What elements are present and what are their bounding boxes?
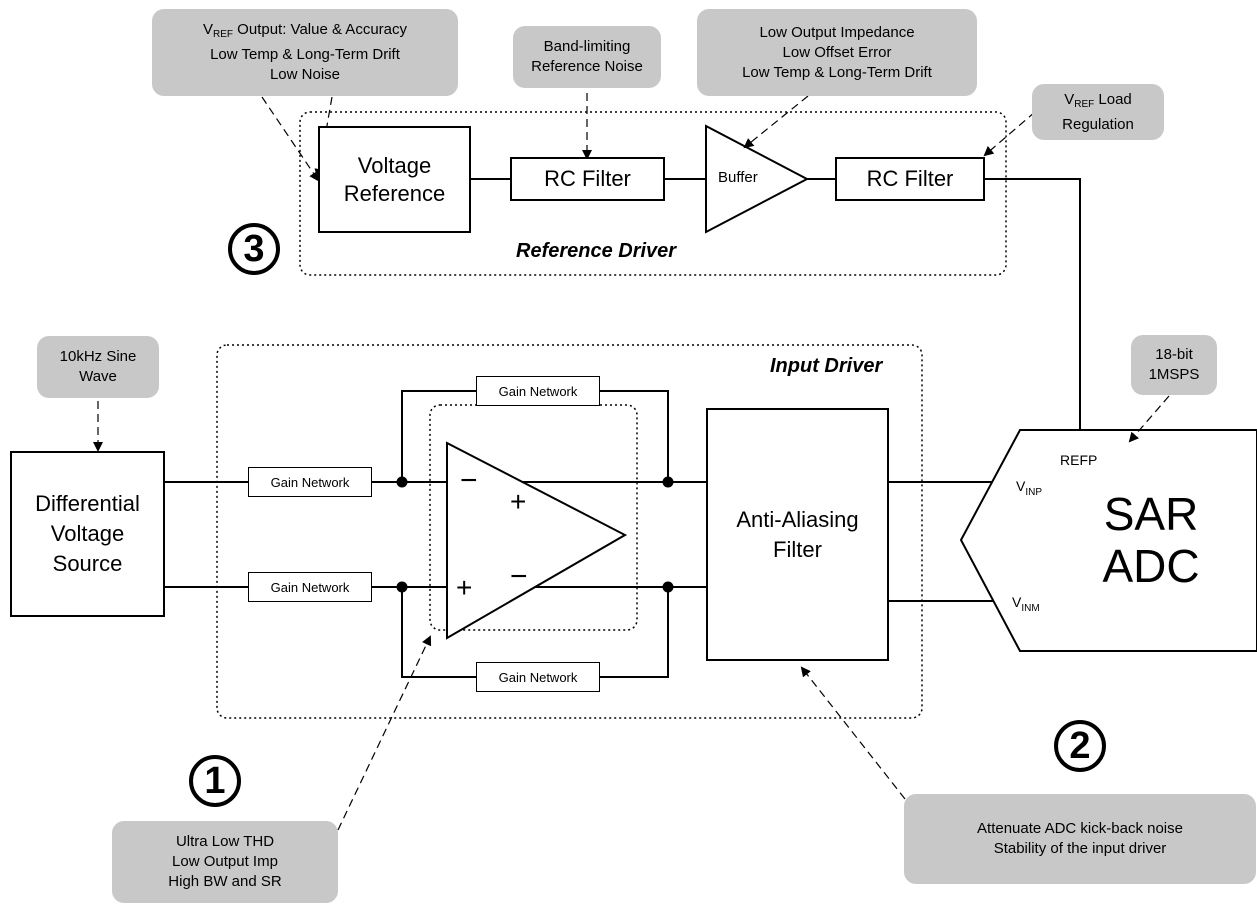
amplifier-region — [429, 404, 638, 631]
gain-network-input-top: Gain Network — [248, 467, 372, 497]
buffer-triangle — [705, 124, 810, 234]
gain-network-bottom: Gain Network — [476, 662, 600, 692]
step-1-badge: 1 — [189, 755, 241, 807]
amp-requirements-callout: Ultra Low THD Low Output Imp High BW and… — [112, 821, 338, 903]
opamp-minus-top: − — [460, 464, 478, 497]
adc-shape — [959, 429, 1257, 652]
vinp-pin-label: VINP — [1016, 478, 1043, 498]
input-driver-region — [216, 344, 923, 719]
anti-aliasing-filter-block: Anti-Aliasing Filter — [706, 408, 889, 661]
vref-requirements-callout: VREF Output: Value & Accuracy Low Temp &… — [152, 9, 458, 96]
input-driver-label: Input Driver — [770, 355, 883, 377]
load-regulation-callout: VREF Load Regulation — [1032, 84, 1164, 140]
gain-network-top: Gain Network — [476, 376, 600, 406]
opamp-plus-top: + — [510, 486, 527, 517]
vinm-pin-label: VINM — [1012, 594, 1040, 614]
rc-filter-block-2: RC Filter — [835, 157, 985, 201]
rc-filter-block-1: RC Filter — [510, 157, 665, 201]
opamp-plus-bottom: + — [456, 572, 473, 603]
refp-pin-label: REFP — [1060, 452, 1098, 468]
opamp-minus-bottom: − — [510, 560, 528, 593]
voltage-reference-block: Voltage Reference — [318, 126, 471, 233]
buffer-requirements-callout: Low Output Impedance Low Offset Error Lo… — [697, 9, 977, 96]
adc-label: SAR ADC — [1102, 488, 1200, 592]
gain-network-input-bottom: Gain Network — [248, 572, 372, 602]
sine-wave-callout: 10kHz Sine Wave — [37, 336, 159, 398]
step-3-badge: 3 — [228, 223, 280, 275]
opamp-triangle — [446, 441, 628, 640]
adc-spec-callout: 18-bit 1MSPS — [1131, 335, 1217, 395]
buffer-label: Buffer — [718, 169, 758, 186]
filter-requirements-callout: Attenuate ADC kick-back noise Stability … — [904, 794, 1256, 884]
reference-driver-label: Reference Driver — [516, 240, 677, 262]
band-limiting-callout: Band-limiting Reference Noise — [513, 26, 661, 88]
step-2-badge: 2 — [1054, 720, 1106, 772]
differential-voltage-source-block: Differential Voltage Source — [10, 451, 165, 617]
